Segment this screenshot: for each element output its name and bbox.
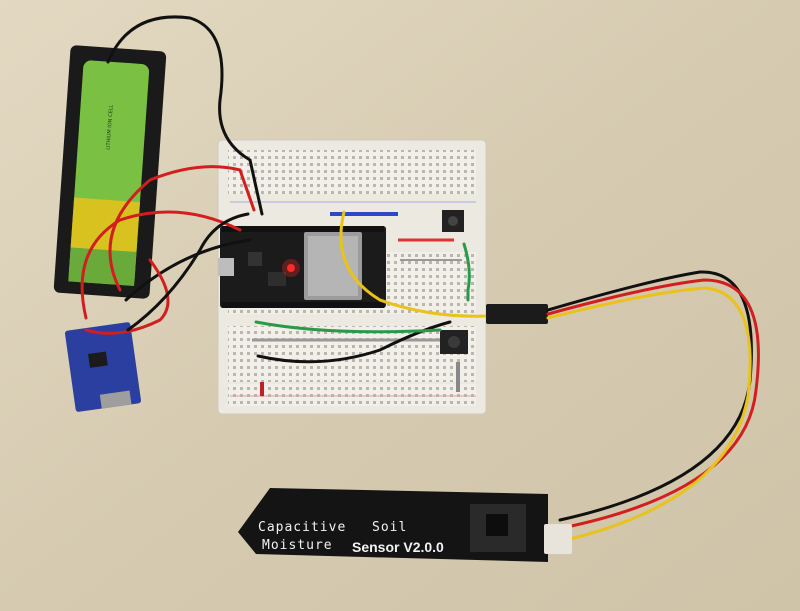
power-led: [287, 264, 295, 272]
power-wires: [80, 15, 471, 364]
push-button: [440, 210, 468, 354]
sensor-label-moisture: Moisture: [262, 538, 333, 553]
breadboard-jumpers: [252, 212, 462, 396]
sensor-label-version: Sensor V2.0.0: [352, 539, 444, 555]
sensor-label-soil: Soil: [372, 520, 407, 535]
charger-module: [65, 322, 141, 412]
sensor-cable: [339, 210, 760, 542]
svg-text:LITHIUM ION CELL: LITHIUM ION CELL: [106, 104, 115, 150]
sensor-label-capacitive: Capacitive: [258, 520, 346, 535]
battery-holder: LITHIUM ION CELL: [53, 45, 167, 299]
soil-sensor: Capacitive Soil Moisture Sensor V2.0.0: [238, 488, 572, 562]
esp32-board: [218, 226, 386, 308]
